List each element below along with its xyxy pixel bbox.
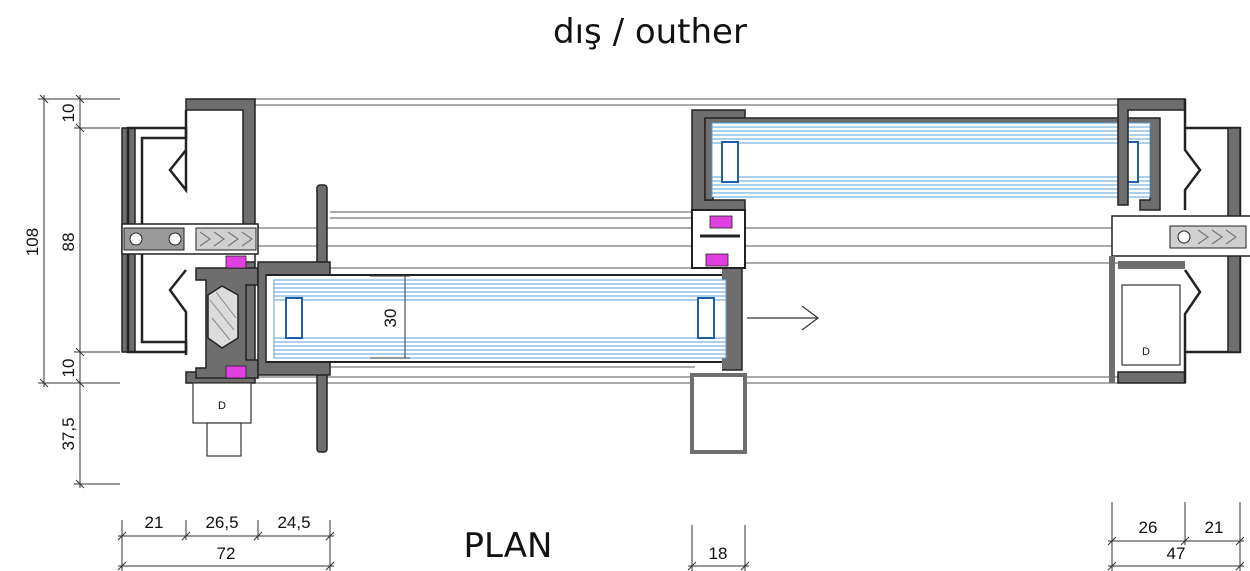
dim-right-total-47: 47 — [1167, 544, 1186, 563]
drawing-title: dış / outher — [553, 12, 747, 52]
inner-sash — [257, 184, 743, 453]
dim-right-21: 21 — [1205, 518, 1224, 537]
dim-right-26: 26 — [1139, 518, 1158, 537]
glass-thickness-label: 30 — [381, 309, 400, 328]
left-roller-block: D — [192, 382, 252, 457]
left-vertical-dimensions — [38, 94, 120, 489]
middle-interlock — [690, 109, 747, 454]
dim-bottom-10: 10 — [59, 359, 78, 378]
glass-thickness-dimension: 30 — [370, 275, 410, 359]
left-frame-profile — [121, 98, 259, 384]
right-frame-profile: D — [1109, 98, 1250, 384]
lower-glass-unit — [273, 279, 727, 359]
dim-middle-18: 18 — [709, 544, 728, 563]
dim-left-21: 21 — [145, 513, 164, 532]
slide-direction-arrow — [747, 305, 819, 331]
reference-lines — [255, 98, 1118, 384]
plan-label: PLAN — [464, 526, 553, 566]
dim-inner-88: 88 — [59, 233, 78, 252]
upper-glass-unit — [711, 122, 1151, 198]
bottom-right-dimensions — [1107, 502, 1245, 571]
roller-tag-left: D — [218, 400, 226, 412]
bottom-left-dimensions — [117, 520, 335, 571]
dim-left-26-5: 26,5 — [205, 513, 238, 532]
dim-overall-108: 108 — [23, 228, 42, 256]
bottom-middle-dimension — [687, 525, 750, 571]
dim-left-total-72: 72 — [217, 544, 236, 563]
roller-tag-right: D — [1142, 346, 1150, 358]
dim-sill-37-5: 37,5 — [59, 417, 78, 450]
dim-left-24-5: 24,5 — [277, 513, 310, 532]
dim-top-10: 10 — [59, 104, 78, 123]
